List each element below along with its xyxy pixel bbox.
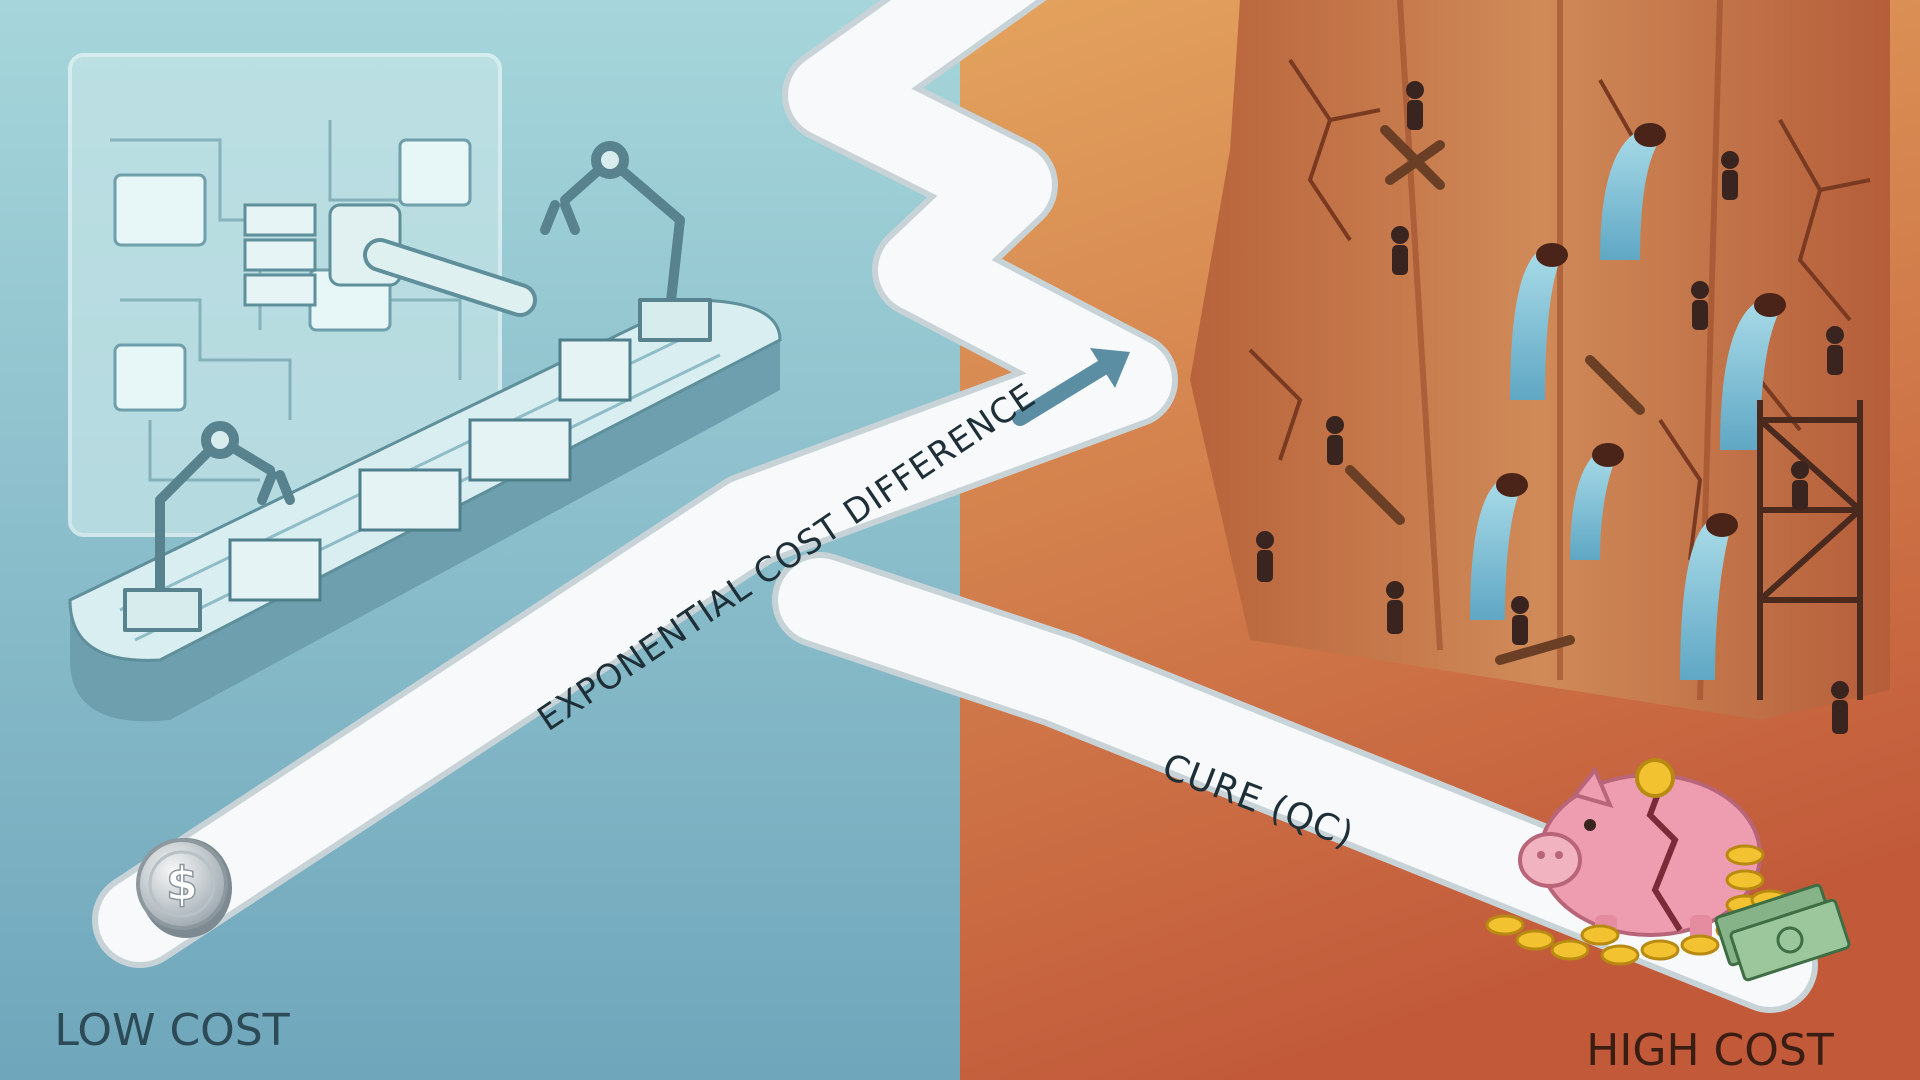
scaffolding xyxy=(1757,400,1863,700)
broken-piggy-bank-icon xyxy=(1518,758,1762,941)
svg-text:$: $ xyxy=(166,857,198,911)
server-stack xyxy=(243,203,317,307)
cash-stack-icon xyxy=(1714,883,1851,982)
arrow-right-icon xyxy=(1012,348,1130,426)
repair-workers xyxy=(1256,81,1849,734)
water-leaks xyxy=(1470,123,1786,680)
robot-arm-left xyxy=(123,421,295,632)
robot-arm-right xyxy=(540,141,712,342)
broken-planks xyxy=(1345,125,1645,665)
low-cost-label: LOW COST xyxy=(54,1005,289,1056)
conveyor-boxes xyxy=(228,338,632,602)
pipe-arm xyxy=(328,203,537,317)
dollar-coin-icon: $ xyxy=(136,838,232,938)
high-cost-label: HIGH COST xyxy=(1586,1025,1834,1076)
